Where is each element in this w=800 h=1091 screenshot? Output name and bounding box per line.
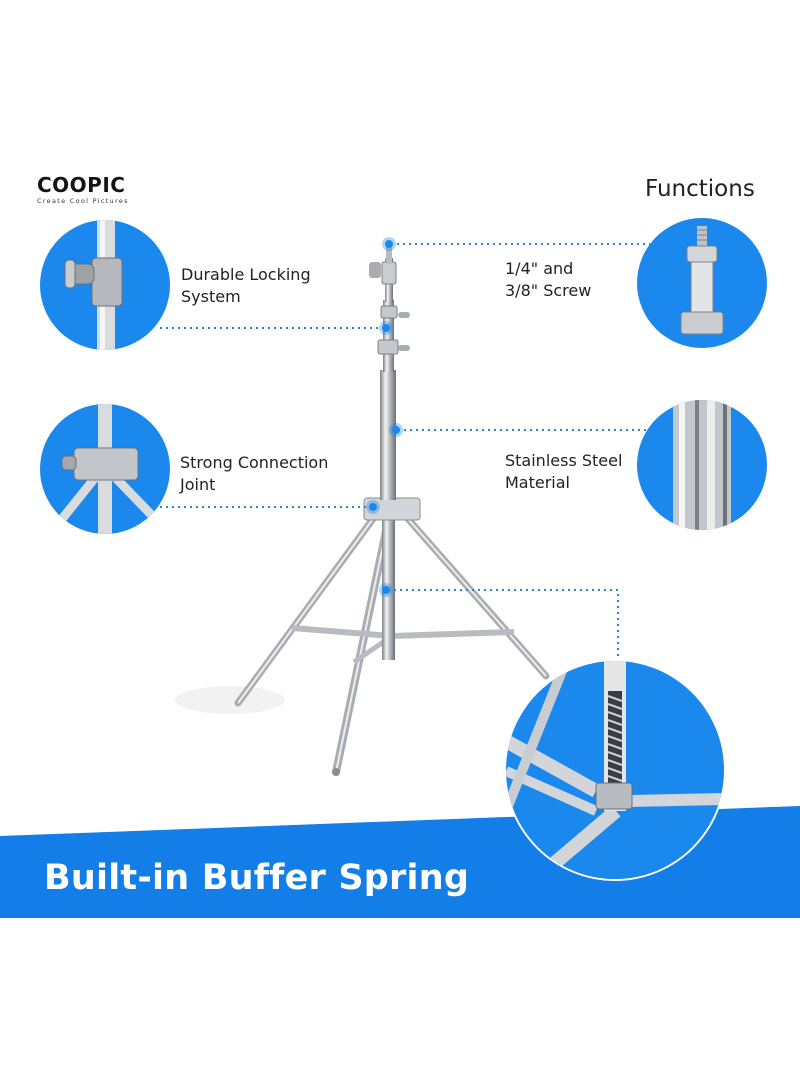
feature-label-line: 1/4" and	[505, 259, 574, 278]
section-title: Functions	[645, 176, 755, 202]
feature-label-screw: 1/4" and 3/8" Screw	[505, 258, 591, 302]
locking-knob-icon	[40, 220, 170, 350]
feature-label-line: Material	[505, 473, 570, 492]
feature-label-line: 3/8" Screw	[505, 281, 592, 300]
spigot-screw-icon	[637, 218, 767, 348]
steel-tube-icon	[637, 400, 767, 530]
feature-label-joint: Strong Connection Joint	[180, 452, 328, 496]
feature-label-line: Durable Locking	[181, 265, 311, 284]
banner-title: Built-in Buffer Spring	[44, 858, 470, 898]
brand-name: COOPIC	[37, 173, 126, 197]
feature-label-line: Joint	[180, 475, 216, 494]
brand-logo: COOPIC Create Cool Pictures	[37, 174, 129, 205]
feature-label-line: System	[181, 287, 241, 306]
feature-label-steel: Stainless Steel Material	[505, 450, 622, 494]
feature-label-line: Strong Connection	[180, 453, 329, 472]
feature-label-line: Stainless Steel	[505, 451, 623, 470]
buffer-spring-icon	[506, 661, 724, 879]
feature-label-locking: Durable Locking System	[181, 264, 311, 308]
tripod-joint-icon	[40, 404, 170, 534]
brand-tagline: Create Cool Pictures	[37, 197, 129, 205]
